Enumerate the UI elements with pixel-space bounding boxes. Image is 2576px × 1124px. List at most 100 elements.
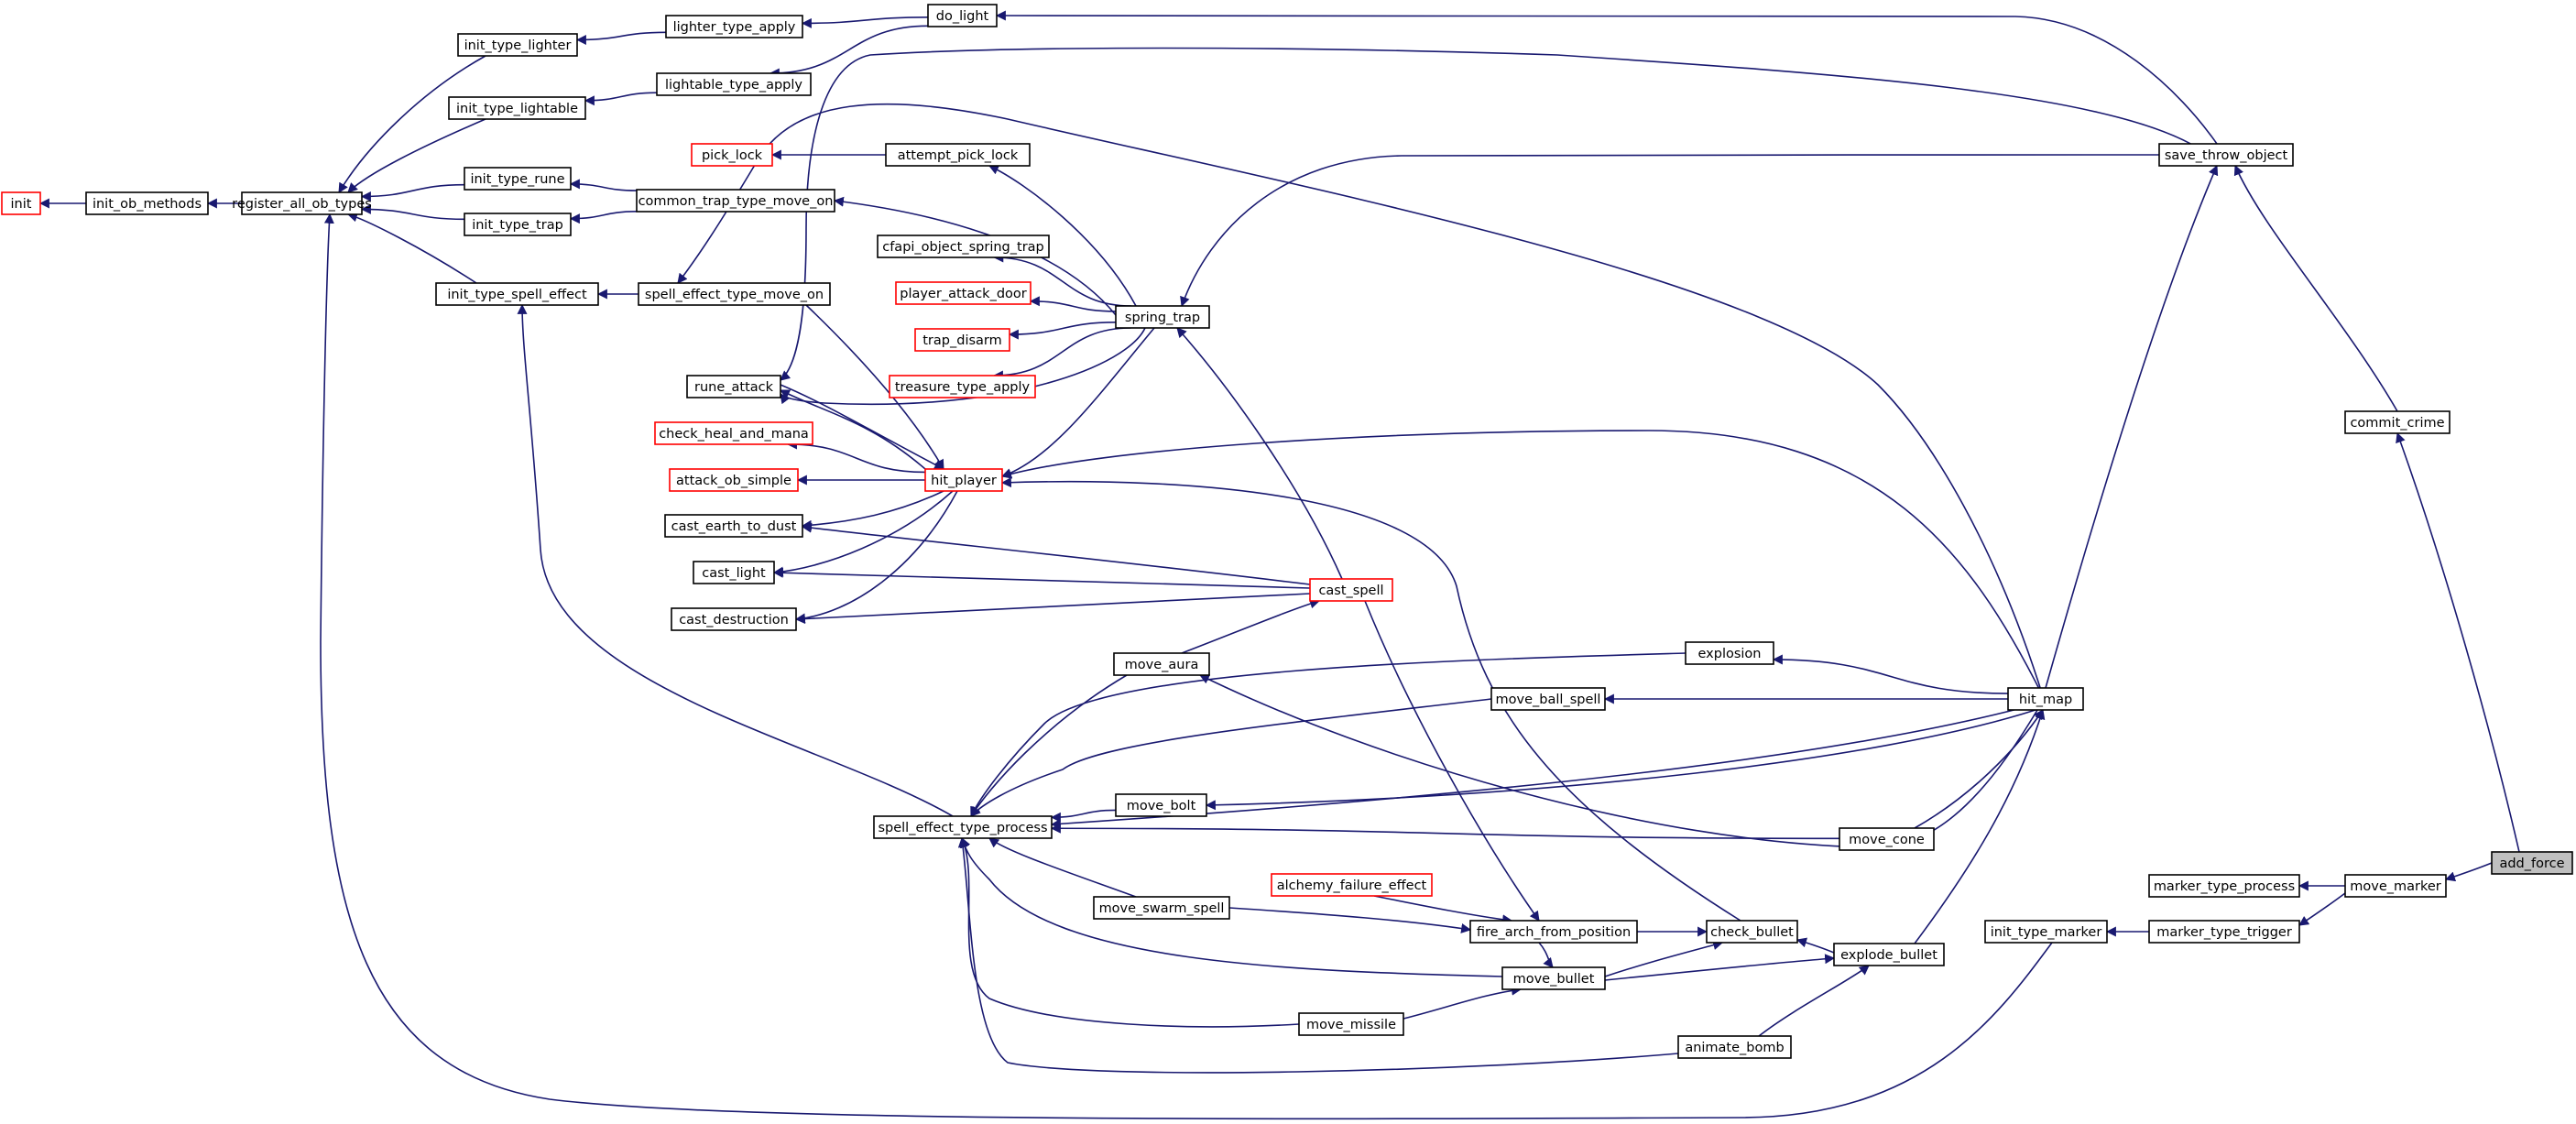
node-marker-type-trigger[interactable]: marker_type_trigger	[2148, 920, 2300, 944]
node-alchemy-failure-effect[interactable]: alchemy_failure_effect	[1271, 873, 1433, 897]
node-move-cone[interactable]: move_cone	[1839, 827, 1935, 851]
edge-spring-trap-to-rune-attack	[780, 327, 1146, 406]
node-lighter-type-apply[interactable]: lighter_type_apply	[665, 15, 803, 38]
node-box	[1, 191, 41, 215]
node-commit-crime[interactable]: commit_crime	[2344, 410, 2450, 434]
node-label: animate_bomb	[1685, 1041, 1784, 1055]
node-common-trap-type-move-on[interactable]: common_trap_type_move_on	[636, 189, 835, 213]
node-do-light[interactable]: do_light	[927, 4, 998, 27]
node-rune-attack[interactable]: rune_attack	[686, 375, 781, 398]
node-lightable-type-apply[interactable]: lightable_type_apply	[656, 72, 812, 96]
node-move-bolt[interactable]: move_bolt	[1115, 793, 1207, 817]
edge	[338, 55, 486, 193]
node-check-heal-and-mana[interactable]: check_heal_and_mana	[654, 421, 813, 445]
node-box	[2344, 410, 2450, 434]
node-label: rune_attack	[694, 380, 774, 395]
node-cast-spell[interactable]: cast_spell	[1309, 578, 1393, 602]
node-attack-ob-simple[interactable]: attack_ob_simple	[669, 468, 799, 492]
node-player-attack-door[interactable]: player_attack_door	[895, 281, 1031, 305]
edge	[1604, 940, 1724, 977]
edge	[1758, 965, 1870, 1037]
edge-do-light-to-lightable-type-apply	[769, 25, 929, 79]
node-init-type-rune[interactable]: init_type_rune	[464, 167, 572, 191]
node-label: commit_crime	[2350, 416, 2444, 431]
node-init-type-trap[interactable]: init_type_trap	[464, 213, 572, 236]
node-label: init_type_rune	[470, 172, 564, 187]
node-cfapi-object-spring-trap[interactable]: cfapi_object_spring_trap	[877, 235, 1050, 258]
edge-move-bolt-to-spell-effect-type-process	[1050, 809, 1117, 823]
node-pick-lock[interactable]: pick_lock	[691, 143, 773, 167]
node-move-bullet[interactable]: move_bullet	[1501, 966, 1606, 990]
node-hit-player[interactable]: hit_player	[924, 468, 1003, 492]
node-animate-bomb[interactable]: animate_bomb	[1677, 1035, 1792, 1059]
node-box	[889, 375, 1036, 398]
edge-hit-player-to-check-bullet	[1000, 477, 1741, 922]
edge-hit-map-to-spell-effect-type-process	[1050, 703, 2039, 829]
node-trap-disarm[interactable]: trap_disarm	[914, 328, 1010, 352]
node-label: init_type_lightable	[456, 102, 578, 116]
node-move-aura[interactable]: move_aura	[1113, 652, 1210, 676]
node-init-ob-methods[interactable]: init_ob_methods	[85, 191, 209, 215]
edge	[1008, 322, 1117, 340]
edge	[780, 389, 926, 470]
node-cast-destruction[interactable]: cast_destruction	[671, 607, 797, 631]
edge-move-missile-to-spell-effect-type-process	[960, 836, 1300, 1028]
edge	[584, 92, 658, 106]
edge-do-light-to-lighter-type-apply	[801, 16, 929, 28]
node-move-missile[interactable]: move_missile	[1298, 1012, 1404, 1036]
edge	[794, 593, 1311, 625]
node-label: cast_spell	[1318, 584, 1383, 598]
node-box	[693, 561, 775, 584]
edge-spring-trap-to-attempt-pick-lock	[988, 165, 1137, 307]
node-register-all-ob-types[interactable]: register_all_ob_types	[232, 191, 372, 215]
node-explode-bullet[interactable]: explode_bullet	[1833, 943, 1945, 966]
node-label: move_bullet	[1513, 972, 1595, 987]
node-label: register_all_ob_types	[232, 197, 372, 212]
node-label: spell_effect_type_move_on	[645, 288, 824, 302]
edge-lightable-type-apply-to-init-type-lightable	[584, 92, 658, 106]
node-move-swarm-spell[interactable]: move_swarm_spell	[1093, 896, 1230, 920]
node-box	[664, 514, 803, 538]
node-init-type-lightable[interactable]: init_type_lightable	[448, 96, 586, 120]
edge-spring-trap-to-player-attack-door	[1029, 296, 1117, 312]
node-init-type-spell-effect[interactable]: init_type_spell_effect	[435, 282, 599, 306]
edge-cast-light-to-cast-spell	[772, 567, 1311, 589]
edge	[517, 303, 954, 817]
node-label: trap_disarm	[922, 333, 1002, 348]
node-label: cast_light	[702, 566, 766, 581]
node-hit-map[interactable]: hit_map	[2007, 687, 2084, 711]
node-label: move_marker	[2350, 879, 2441, 894]
node-check-bullet[interactable]: check_bullet	[1706, 920, 1798, 944]
node-label: do_light	[936, 9, 989, 24]
node-treasure-type-apply[interactable]: treasure_type_apply	[889, 375, 1036, 398]
edge	[1029, 296, 1117, 312]
node-box	[1469, 920, 1638, 944]
node-move-marker[interactable]: move_marker	[2344, 874, 2447, 898]
node-box	[464, 167, 572, 191]
node-label: explode_bullet	[1840, 948, 1937, 963]
node-add-force[interactable]: add_force	[2491, 851, 2573, 875]
node-explosion[interactable]: explosion	[1685, 641, 1774, 665]
edge	[772, 490, 954, 577]
node-spring-trap[interactable]: spring_trap	[1115, 305, 1210, 329]
node-init-type-lighter[interactable]: init_type_lighter	[457, 33, 578, 57]
node-spell-effect-type-process[interactable]: spell_effect_type_process	[873, 815, 1053, 839]
node-attempt-pick-lock[interactable]: attempt_pick_lock	[885, 143, 1031, 167]
edge	[988, 837, 1137, 898]
node-fire-arch-from-position[interactable]: fire_arch_from_position	[1469, 920, 1638, 944]
node-cast-earth-to-dust[interactable]: cast_earth_to_dust	[664, 514, 803, 538]
node-label: save_throw_object	[2165, 148, 2288, 163]
edge	[801, 522, 1311, 585]
node-label: init_type_trap	[472, 218, 563, 233]
node-save-throw-object[interactable]: save_throw_object	[2158, 143, 2294, 167]
node-marker-type-process[interactable]: marker_type_process	[2148, 874, 2300, 898]
node-init[interactable]: init	[1, 191, 41, 215]
node-label: move_bolt	[1127, 799, 1196, 813]
edge-explosion-to-spell-effect-type-process	[970, 652, 1686, 817]
node-init-type-marker[interactable]: init_type_marker	[1984, 920, 2108, 944]
node-cast-light[interactable]: cast_light	[693, 561, 775, 584]
edge-spring-trap-to-treasure-type-apply	[992, 327, 1131, 381]
node-spell-effect-type-move-on[interactable]: spell_effect_type_move_on	[638, 282, 831, 306]
node-move-ball-spell[interactable]: move_ball_spell	[1490, 687, 1606, 711]
edge	[801, 16, 929, 28]
